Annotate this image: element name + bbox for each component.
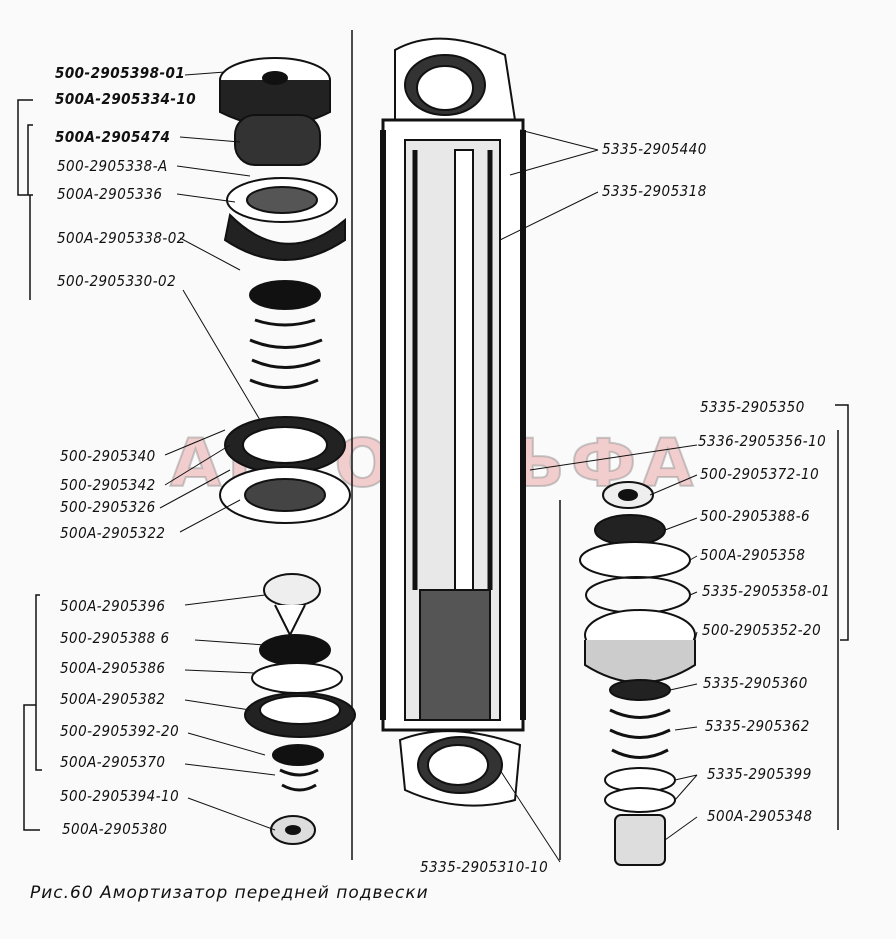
- shock-absorber-body: [380, 37, 526, 807]
- rod-seal-assembly: [579, 481, 696, 866]
- part-label: 500A-2905322: [60, 524, 166, 542]
- part-label: 500A-2905338-02: [57, 229, 186, 247]
- figure-caption: Рис.60 Амортизатор передней подвески: [30, 883, 429, 903]
- part-label: 500-2905394-10: [60, 787, 180, 805]
- part-label: 500-2905352-20: [702, 621, 822, 639]
- part-label: 500-2905392-20: [60, 722, 180, 740]
- part-label: 500-2905342: [60, 476, 156, 494]
- part-label: 500A-2905336: [57, 185, 163, 203]
- part-label: 500-2905388 6: [60, 629, 170, 647]
- part-label: 5335-2905362: [705, 717, 810, 735]
- lower-valve-assembly: [244, 573, 356, 845]
- part-label: 5335-2905318: [602, 182, 707, 200]
- part-label: 500-2905330-02: [57, 272, 177, 290]
- part-label: 500-2905338-A: [57, 157, 168, 175]
- part-label: 500A-2905358: [700, 546, 806, 564]
- part-label: 5335-2905360: [703, 674, 808, 692]
- part-label: 500A-2905474: [55, 128, 171, 146]
- part-label: 500A-2905396: [60, 597, 166, 615]
- part-label: 5335-2905399: [707, 765, 812, 783]
- upper-valve-assembly: [219, 57, 351, 524]
- part-label: 500-2905398-01: [55, 64, 186, 82]
- part-label: 500A-2905386: [60, 659, 166, 677]
- part-label: 500A-2905348: [707, 807, 813, 825]
- part-label: 5335-2905440: [602, 140, 707, 158]
- part-label: 500A-2905370: [60, 753, 166, 771]
- part-label: 5335-2905310-10: [420, 858, 549, 876]
- part-label: 500-2905340: [60, 447, 156, 465]
- part-label: 500A-2905382: [60, 690, 166, 708]
- part-label: 500-2905388-6: [700, 507, 811, 525]
- part-label: 500-2905326: [60, 498, 156, 516]
- part-label: 500-2905372-10: [700, 465, 820, 483]
- part-label: 500A-2905380: [62, 820, 168, 838]
- part-label: 5336-2905356-10: [698, 432, 827, 450]
- part-label: 500A-2905334-10: [55, 90, 197, 108]
- part-label: 5335-2905358-01: [702, 582, 831, 600]
- part-label: 5335-2905350: [700, 398, 805, 416]
